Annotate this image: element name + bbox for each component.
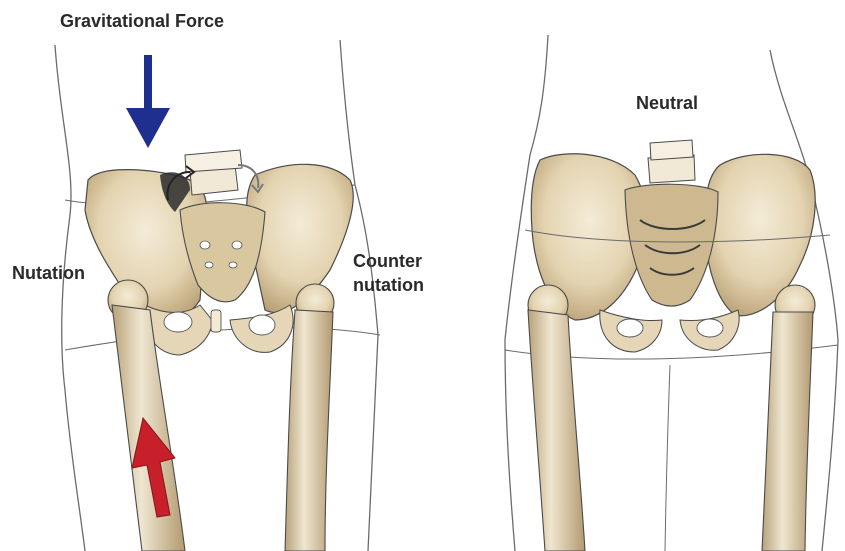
nutation-label: Nutation [12,262,85,284]
right-femurs [528,285,815,551]
counter-nutation-label-line1: Counter [353,250,422,272]
gravitational-force-label: Gravitational Force [60,10,224,32]
arrow-down-icon [126,55,170,148]
counter-nutation-label-line2: nutation [353,274,424,296]
neutral-label: Neutral [636,92,698,114]
